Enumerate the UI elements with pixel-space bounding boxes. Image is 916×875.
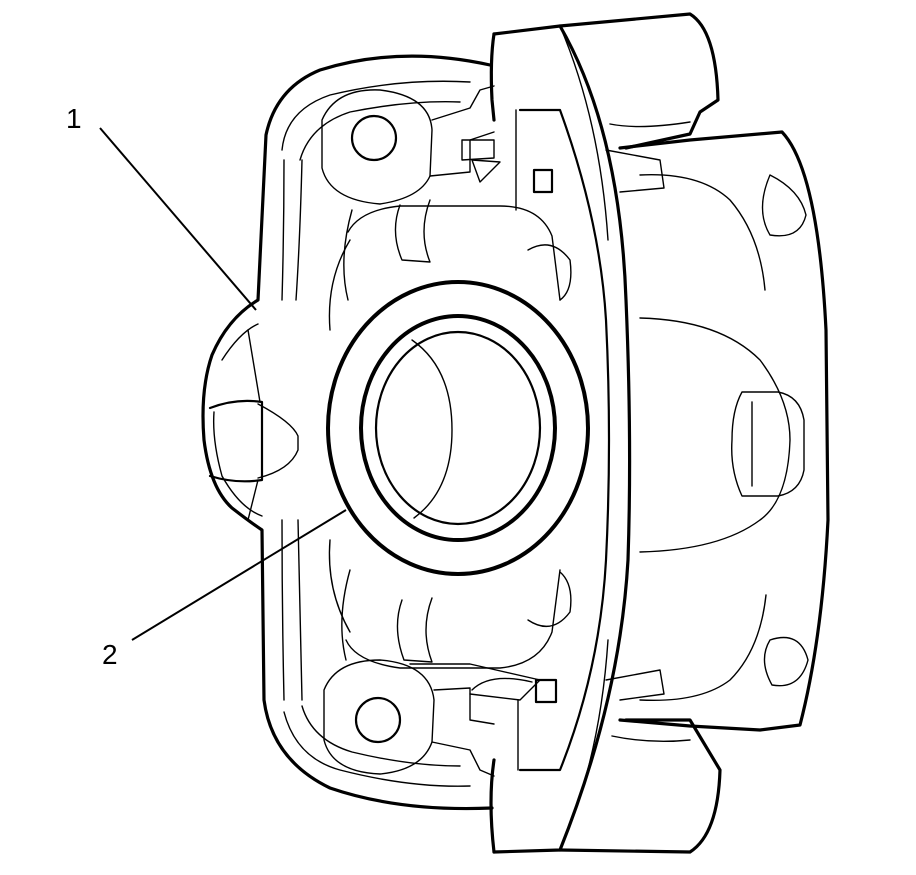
callout-1-leader bbox=[99, 127, 257, 311]
lower-mounting-ear bbox=[323, 569, 541, 777]
callout-1: 1 bbox=[66, 103, 257, 311]
callout-1-label: 1 bbox=[66, 103, 82, 134]
caliper-bracket bbox=[201, 54, 494, 811]
callout-2: 2 bbox=[102, 509, 347, 670]
brake-pad-rail bbox=[489, 12, 722, 854]
callout-2-leader bbox=[131, 509, 347, 641]
piston-seal bbox=[326, 280, 590, 576]
callout-2-label: 2 bbox=[102, 639, 118, 670]
caliper-housing bbox=[618, 130, 830, 732]
bore-surround bbox=[328, 205, 572, 669]
upper-mounting-ear bbox=[321, 85, 501, 301]
